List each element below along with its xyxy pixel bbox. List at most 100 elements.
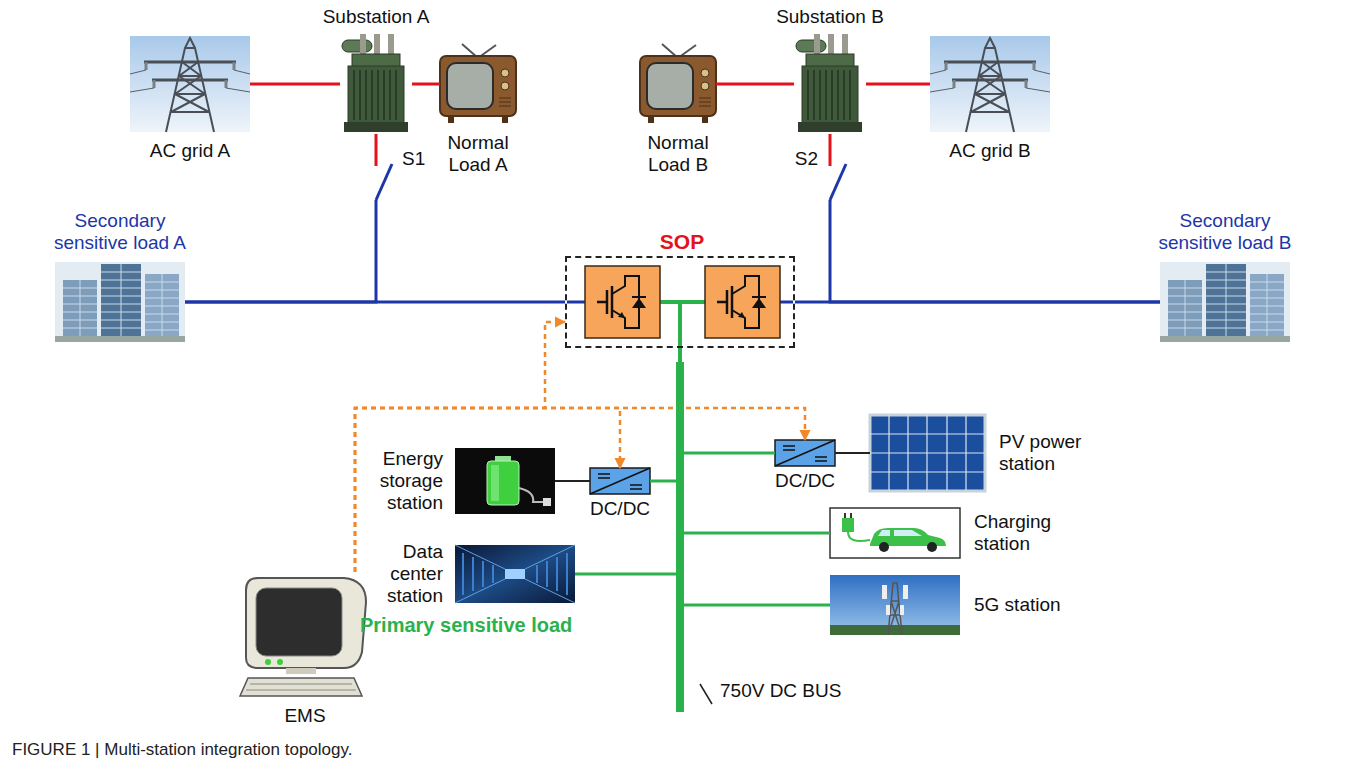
dcdc-converter-label: DC/DC: [580, 498, 660, 520]
building-icon: [1160, 262, 1290, 342]
ems-computer-icon-part: [286, 668, 316, 674]
switch-line-segment: [829, 134, 832, 166]
5g-tower-icon-part: [882, 585, 887, 599]
power-line: [866, 84, 930, 85]
charging-station: Charging station: [830, 508, 960, 558]
sensitive-load-label: Secondary sensitive load B: [1145, 210, 1305, 254]
data-center-icon-part: [505, 569, 525, 579]
switch-line-segment: [376, 164, 392, 200]
control-signal: [355, 408, 620, 572]
dcdc-converter-label: DC/DC: [765, 470, 845, 492]
switch-label: S1: [402, 148, 425, 170]
5g-station: 5G station: [830, 575, 960, 635]
normal-load-label: Normal Load A: [441, 132, 515, 176]
switch-label: S2: [795, 148, 818, 170]
charging-icon-part: [879, 542, 889, 552]
data-center-icon-part: [455, 545, 575, 603]
power-line: [250, 84, 340, 85]
battery-icon-part: [487, 461, 519, 505]
dc-bus-link-segment: [678, 348, 682, 362]
5g-tower-icon-part: [830, 625, 960, 635]
ems-computer-icon-part: [265, 659, 271, 665]
pv-station-label: PV power station: [999, 431, 1099, 475]
charging-icon-part: [848, 532, 870, 541]
data-center: Data center station: [455, 545, 575, 603]
transmission-tower: [130, 36, 250, 132]
5g-tower-icon-part: [888, 583, 902, 635]
pv-panel-part: [870, 415, 985, 491]
storage-station: Energy storage station: [455, 448, 555, 514]
dcdc-converter: DC/DC: [775, 440, 835, 466]
dc-bus-label: 750V DC BUS: [720, 680, 870, 702]
dcdc-symbol: [590, 468, 650, 494]
substation-label: Substation A: [296, 6, 456, 28]
substation: Substation B: [794, 34, 866, 134]
dc-feeder: [684, 605, 830, 606]
ems-computer-icon-part: [240, 678, 362, 696]
power-line-segment: [716, 83, 794, 86]
dc-feeder: [575, 574, 676, 575]
sop-internals-part: [660, 302, 705, 348]
sop-internals-part: [705, 266, 780, 338]
charging-station-label: Charging station: [974, 511, 1074, 555]
pv-panel: [870, 415, 985, 491]
sop-box-label: SOP: [632, 230, 732, 254]
power-line: [412, 84, 440, 85]
ac-bus-line: [795, 302, 1160, 303]
5g-tower-icon: [830, 575, 960, 635]
ems-computer-icon-part: [277, 659, 283, 665]
5g-tower-icon-part: [903, 585, 908, 599]
dc-feeder: [684, 533, 830, 534]
group-label: Primary sensitive load: [360, 614, 610, 637]
pv-panel-part: [870, 415, 985, 491]
5g-tower-icon-part: [900, 605, 904, 615]
building-icon: [55, 262, 185, 342]
charging-icon-part: [927, 542, 937, 552]
5g-tower-icon-part: [830, 575, 960, 635]
charging-icon-part: [830, 508, 960, 558]
substation: Substation A: [340, 34, 412, 134]
charging-icon-part: [842, 518, 854, 532]
storage-station-label: Energy storage station: [361, 448, 443, 514]
dc-feeder-segment: [684, 532, 830, 535]
normal-load: Normal Load B: [640, 44, 716, 124]
normal-load: Normal Load A: [440, 44, 516, 124]
dc-feeder-segment: [650, 480, 676, 483]
sop-internals: [567, 266, 793, 348]
battery-icon-part: [491, 465, 499, 501]
data-center-icon-part: [463, 553, 567, 595]
ac-bus-line-segment: [795, 301, 1160, 304]
ac-grid: AC grid A: [130, 36, 250, 132]
switch-line-segment: [830, 164, 846, 200]
power-line-segment: [412, 83, 440, 86]
transmission-tower: [930, 36, 1050, 132]
control-signal-segment: [355, 408, 620, 572]
sop-box: SOP: [565, 256, 795, 348]
switch-line-segment: [830, 200, 1160, 302]
switch-line-segment: [375, 134, 378, 166]
dc-link: [835, 453, 870, 454]
transformer-icon: [796, 34, 862, 132]
switch-line: [830, 134, 1160, 302]
sop-internals-part: [585, 266, 660, 338]
bus-tick: [700, 684, 712, 704]
dc-link-segment: [835, 452, 870, 454]
ac-grid-label: AC grid A: [130, 140, 250, 162]
dc-feeder-segment: [684, 604, 830, 607]
charging-icon-part: [878, 530, 922, 536]
switch-line-segment: [185, 200, 376, 302]
tv-icon: [640, 44, 716, 123]
dcdc-converter: DC/DC: [590, 468, 650, 494]
ac-bus-line-segment: [185, 301, 565, 304]
data-center-label: Data center station: [371, 541, 443, 607]
charging-icon-part: [845, 513, 851, 518]
dc-feeder-segment: [575, 573, 676, 576]
ac-grid: AC grid B: [930, 36, 1050, 132]
power-line-segment: [866, 83, 930, 86]
5g-station-label: 5G station: [974, 594, 1094, 616]
substation-label: Substation B: [750, 6, 910, 28]
dc-link: [555, 481, 590, 482]
data-center-icon-part: [455, 545, 575, 603]
power-line-segment: [250, 83, 340, 86]
